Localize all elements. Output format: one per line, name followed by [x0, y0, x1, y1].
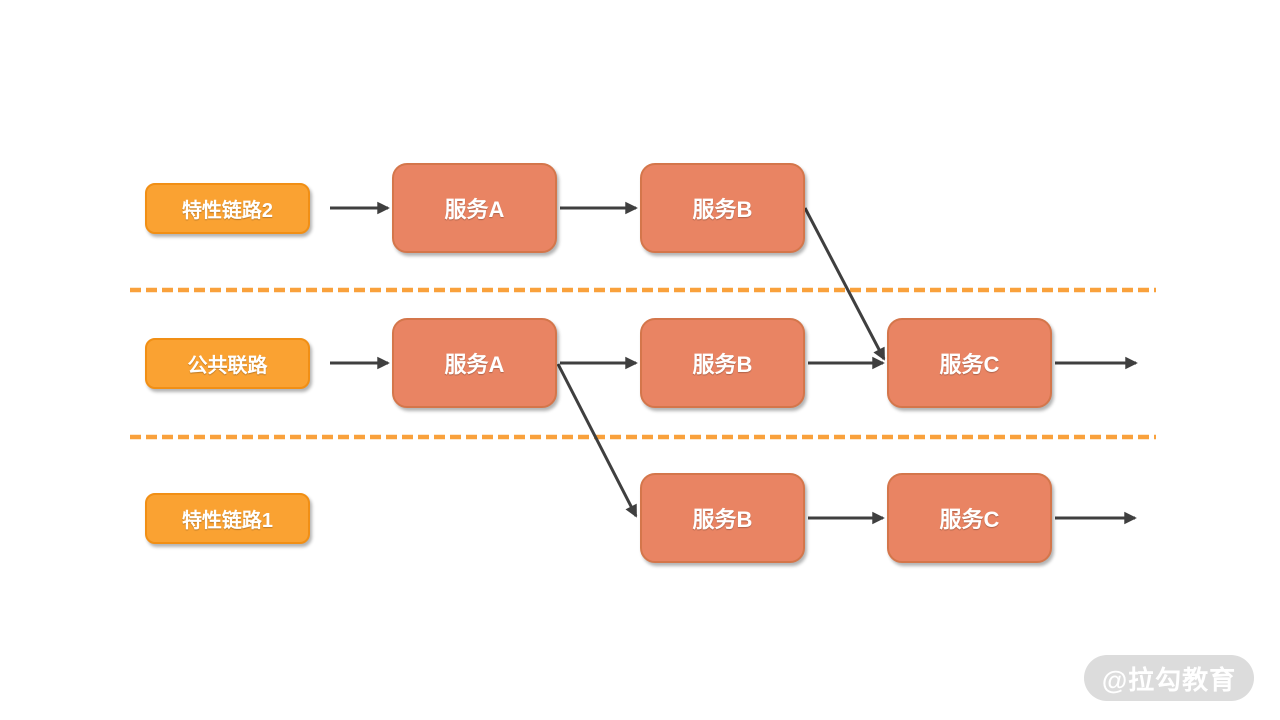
- service-node-bottom-b: 服务B: [640, 473, 805, 563]
- service-node-mid-c: 服务C: [887, 318, 1052, 408]
- lane-label-common-link: 公共联路: [145, 338, 310, 389]
- service-node-mid-a: 服务A: [392, 318, 557, 408]
- arrow-top-service-b-to-mid-service-c: [803, 207, 886, 361]
- watermark-badge: @拉勾教育: [1084, 655, 1254, 701]
- service-node-top-b: 服务B: [640, 163, 805, 253]
- service-node-top-a: 服务A: [392, 163, 557, 253]
- lane-label-feature-link-2: 特性链路2: [145, 183, 310, 234]
- arrow-mid-service-a-to-bottom-service-b: [556, 363, 638, 518]
- lane-label-feature-link-1: 特性链路1: [145, 493, 310, 544]
- service-node-mid-b: 服务B: [640, 318, 805, 408]
- service-node-bottom-c: 服务C: [887, 473, 1052, 563]
